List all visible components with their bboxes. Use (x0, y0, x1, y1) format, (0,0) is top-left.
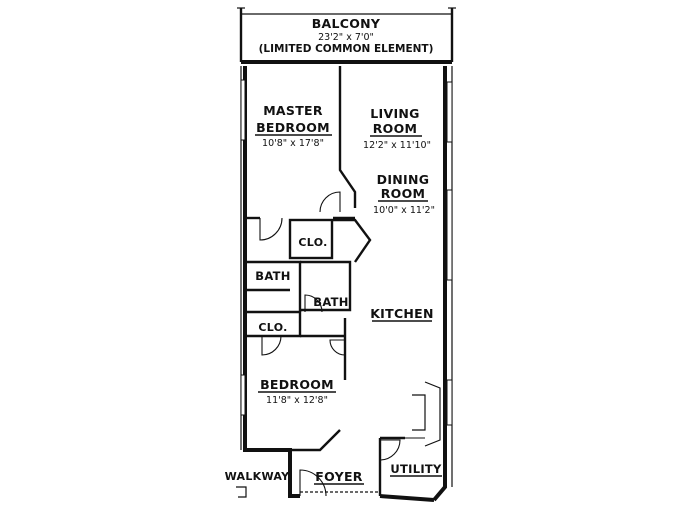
foyer-label: FOYER (314, 469, 364, 485)
foyer-name: FOYER (315, 469, 363, 484)
balcony-label: BALCONY 23'2" x 7'0" (LIMITED COMMON ELE… (259, 16, 434, 55)
master-bedroom-label: MASTER BEDROOM 10'8" x 17'8" (255, 103, 332, 149)
walkway-label: WALKWAY (225, 470, 291, 483)
closet-1-label: CLO. (298, 236, 327, 249)
master-name-line2: BEDROOM (256, 120, 330, 135)
bedroom-label: BEDROOM 11'8" x 12'8" (258, 377, 336, 406)
master-dim: 10'8" x 17'8" (262, 138, 324, 149)
dining-name-line1: DINING (377, 172, 430, 187)
dining-dim: 10'0" x 11'2" (373, 205, 435, 216)
kitchen-name: KITCHEN (370, 306, 434, 321)
closet-2-label: CLO. (258, 321, 287, 334)
utility-name: UTILITY (390, 462, 442, 476)
balcony-area (237, 7, 456, 64)
bath-1-label: BATH (255, 269, 290, 283)
dining-name-line2: ROOM (381, 186, 426, 201)
bath-2-label: BATH (313, 295, 348, 309)
kitchen-label: KITCHEN (370, 306, 434, 322)
living-name-line2: ROOM (373, 121, 418, 136)
living-room-label: LIVING ROOM 12'2" x 11'10" (363, 106, 431, 151)
interior-walls (245, 66, 441, 496)
bedroom-name: BEDROOM (260, 377, 334, 392)
doors (259, 191, 425, 497)
walkway-marker (236, 486, 247, 498)
balcony-dim: 23'2" x 7'0" (318, 32, 374, 43)
dining-room-label: DINING ROOM 10'0" x 11'2" (373, 172, 435, 216)
living-name-line1: LIVING (370, 106, 419, 121)
utility-label: UTILITY (390, 462, 442, 477)
balcony-note: (LIMITED COMMON ELEMENT) (259, 43, 434, 55)
balcony-name: BALCONY (312, 16, 381, 31)
master-name-line1: MASTER (263, 103, 323, 118)
living-dim: 12'2" x 11'10" (363, 140, 431, 151)
bedroom-dim: 11'8" x 12'8" (266, 395, 328, 406)
